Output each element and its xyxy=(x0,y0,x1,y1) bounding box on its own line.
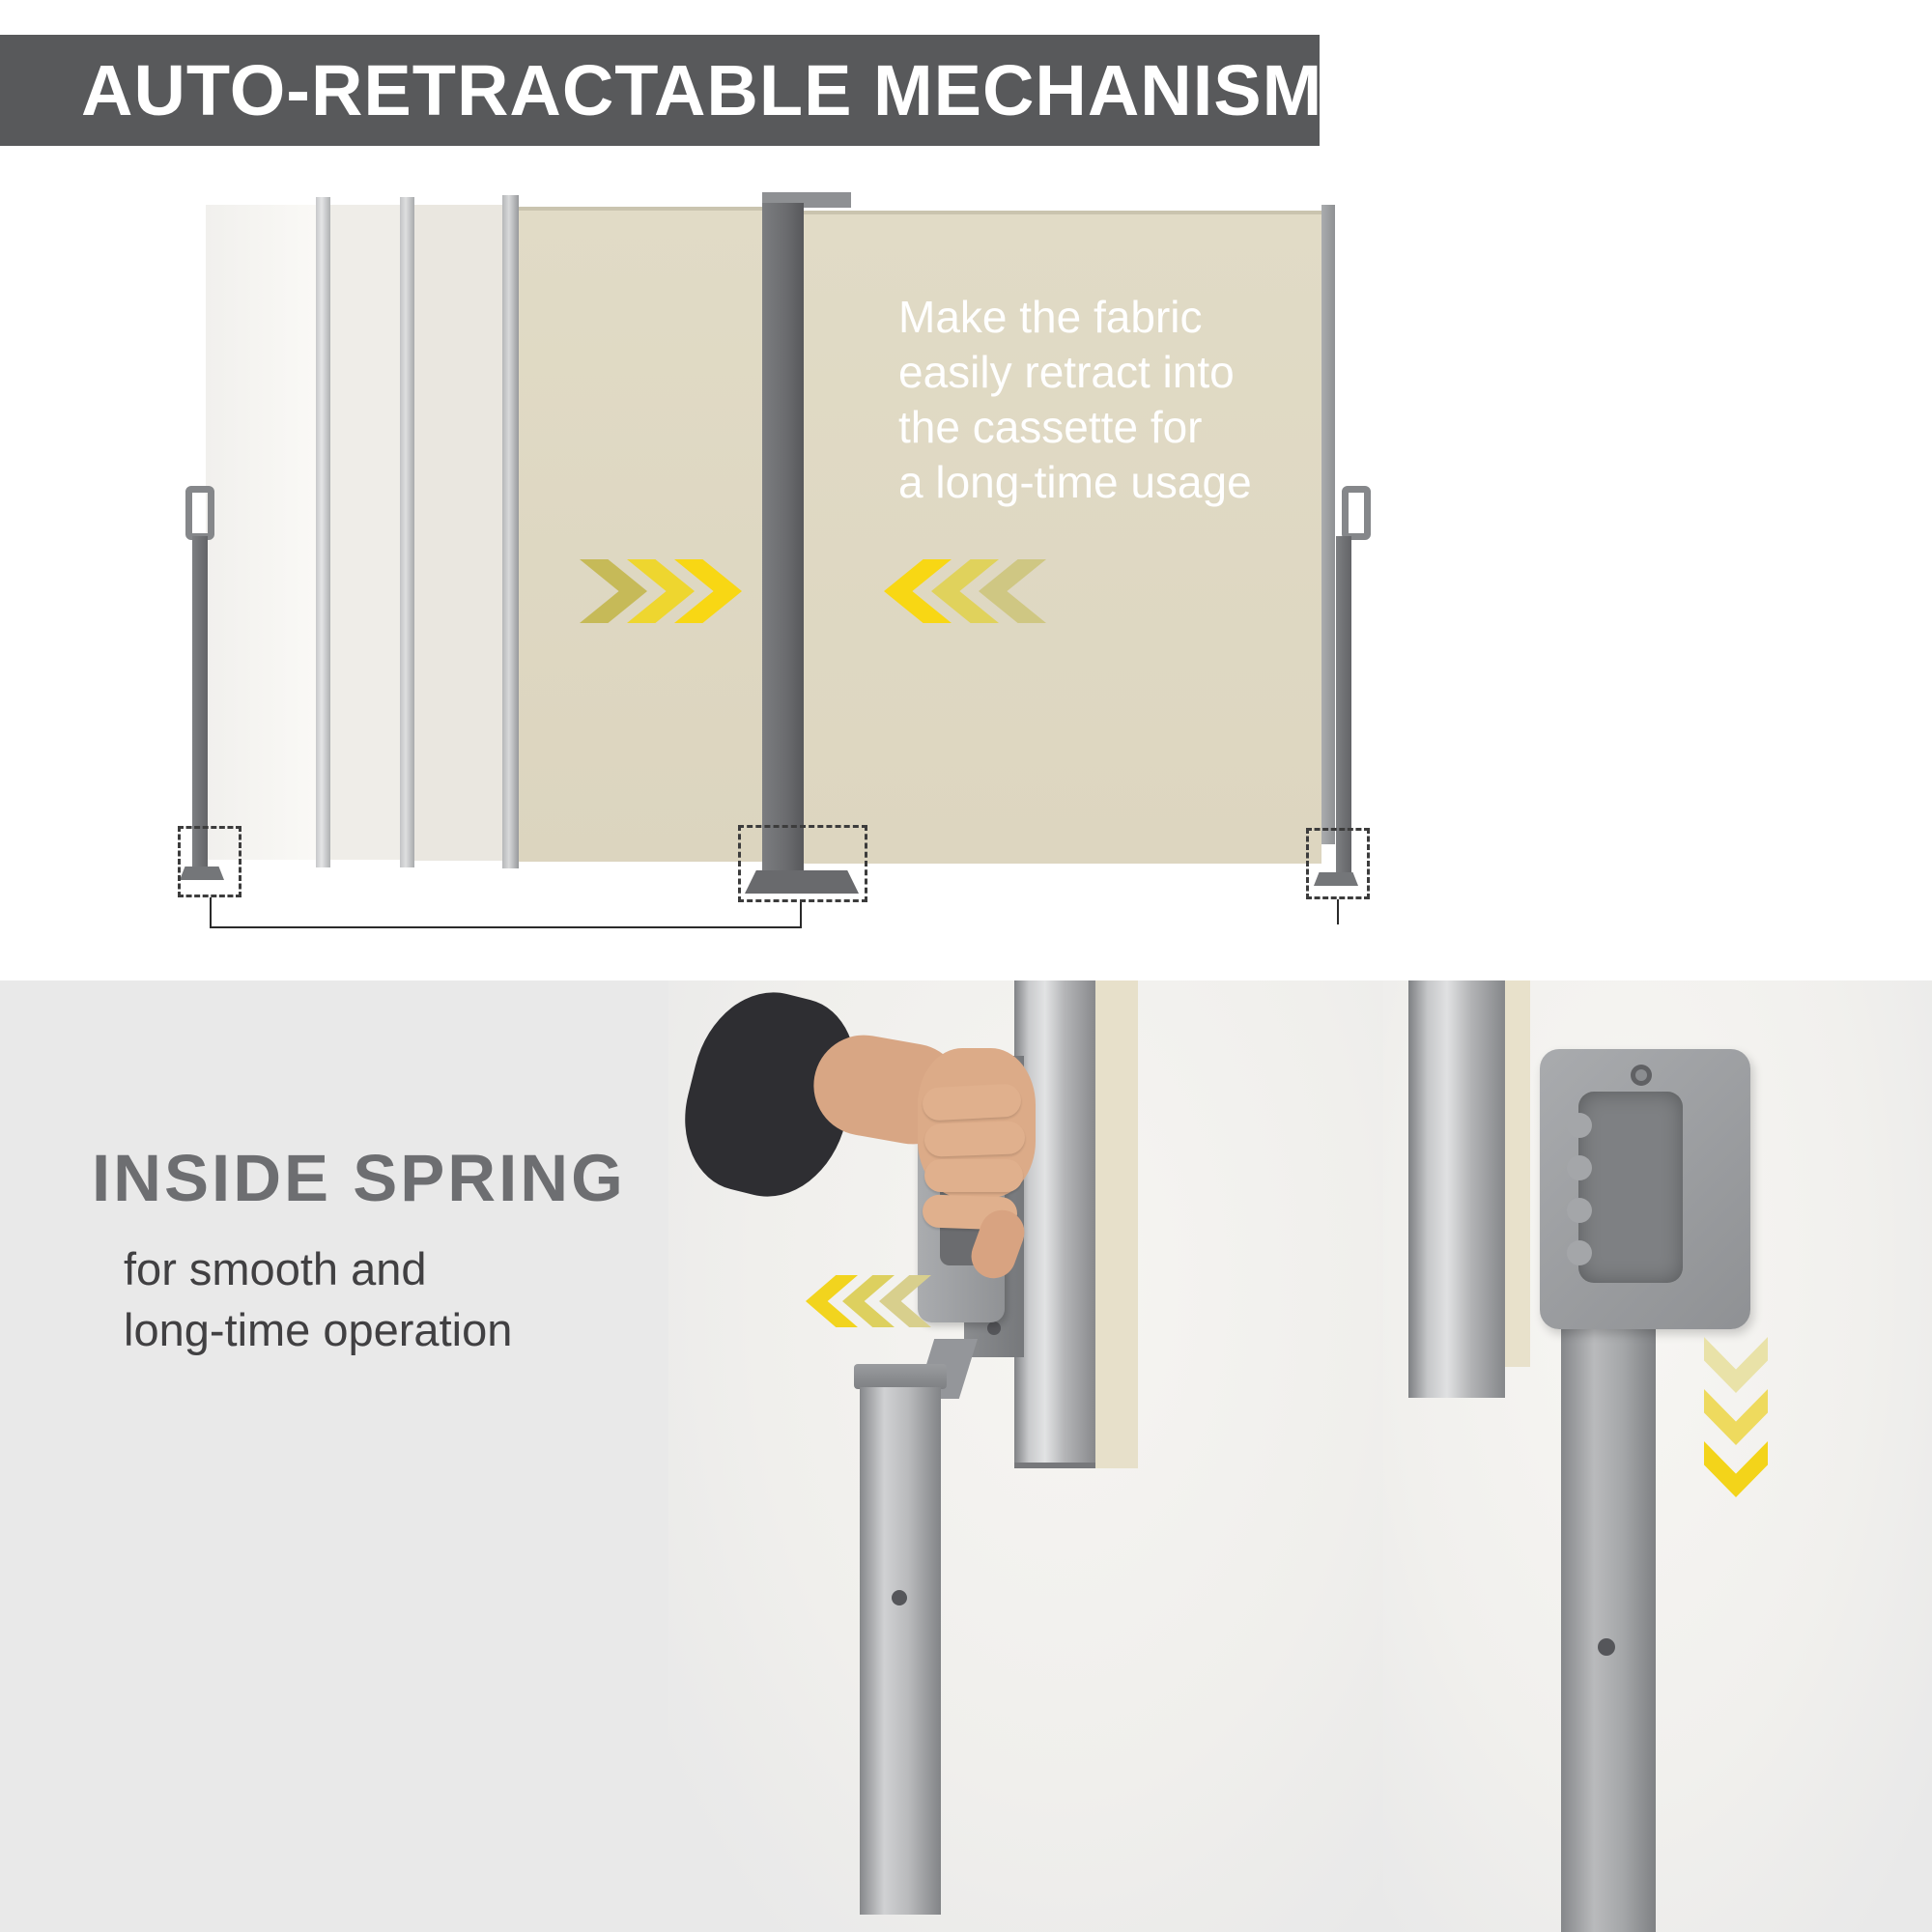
support-pole-left xyxy=(192,536,208,868)
telescopic-post-cap xyxy=(854,1364,947,1389)
aluminum-post xyxy=(1408,980,1505,1398)
dashed-marker-left xyxy=(178,826,242,897)
telescopic-post xyxy=(1561,1323,1656,1932)
end-rail-bar xyxy=(1321,205,1335,844)
banner-title: AUTO-RETRACTABLE MECHANISM xyxy=(81,50,1323,130)
fabric-panel-right-beige xyxy=(804,211,1321,864)
rail-bar-2 xyxy=(400,197,414,867)
rail-bar-1 xyxy=(316,197,330,867)
aluminum-post xyxy=(1014,980,1095,1468)
pull-handle-right-icon xyxy=(1342,486,1371,540)
finger-groove xyxy=(1567,1113,1592,1138)
fabric-edge xyxy=(1505,980,1530,1367)
grip-handle-cutout xyxy=(1578,1092,1683,1283)
foot-plate-left xyxy=(180,867,224,880)
fabric-panel-left-beige xyxy=(519,207,762,862)
fabric-edge xyxy=(1094,980,1138,1468)
bracket-line-horizontal xyxy=(210,926,802,928)
inside-spring-subtext-line-2: long-time operation xyxy=(124,1304,513,1355)
bracket-line-right xyxy=(1337,899,1339,924)
retract-caption-line-1: Make the fabric xyxy=(898,292,1203,342)
bracket-line-left xyxy=(210,897,212,928)
banner: AUTO-RETRACTABLE MECHANISM xyxy=(0,35,1323,146)
finger xyxy=(924,1159,1023,1192)
support-pole-right xyxy=(1336,536,1351,874)
finger-groove xyxy=(1567,1155,1592,1180)
finger-groove xyxy=(1567,1198,1592,1223)
center-cassette-post xyxy=(762,203,804,893)
retract-caption-line-2: easily retract into xyxy=(898,347,1235,397)
dashed-marker-center xyxy=(738,825,867,902)
center-base-plate xyxy=(745,870,859,894)
screw-icon xyxy=(892,1590,907,1605)
retract-caption-line-3: the cassette for xyxy=(898,402,1203,452)
finger xyxy=(923,1121,1026,1157)
inside-spring-subtext: for smooth and long-time operation xyxy=(124,1238,512,1360)
screw-icon xyxy=(987,1321,1001,1335)
dashed-marker-right xyxy=(1306,828,1370,899)
inside-spring-subtext-line-1: for smooth and xyxy=(124,1243,427,1294)
fabric-panel-3 xyxy=(414,205,502,861)
fabric-panel-1 xyxy=(206,205,316,860)
rail-bar-3 xyxy=(502,195,519,868)
foot-plate-right xyxy=(1314,872,1358,886)
retract-caption: Make the fabric easily retract into the … xyxy=(898,290,1323,510)
finger xyxy=(922,1083,1022,1122)
finger-groove xyxy=(1567,1240,1592,1265)
screw-icon xyxy=(1598,1638,1615,1656)
pull-handle-left-icon xyxy=(185,486,214,540)
inside-spring-heading: INSIDE SPRING xyxy=(92,1141,626,1215)
telescopic-post xyxy=(860,1387,941,1915)
bolt-head xyxy=(1635,1069,1647,1081)
bracket-line-center xyxy=(800,902,802,928)
retract-caption-line-4: a long-time usage xyxy=(898,457,1252,507)
fabric-panel-2 xyxy=(330,205,400,860)
